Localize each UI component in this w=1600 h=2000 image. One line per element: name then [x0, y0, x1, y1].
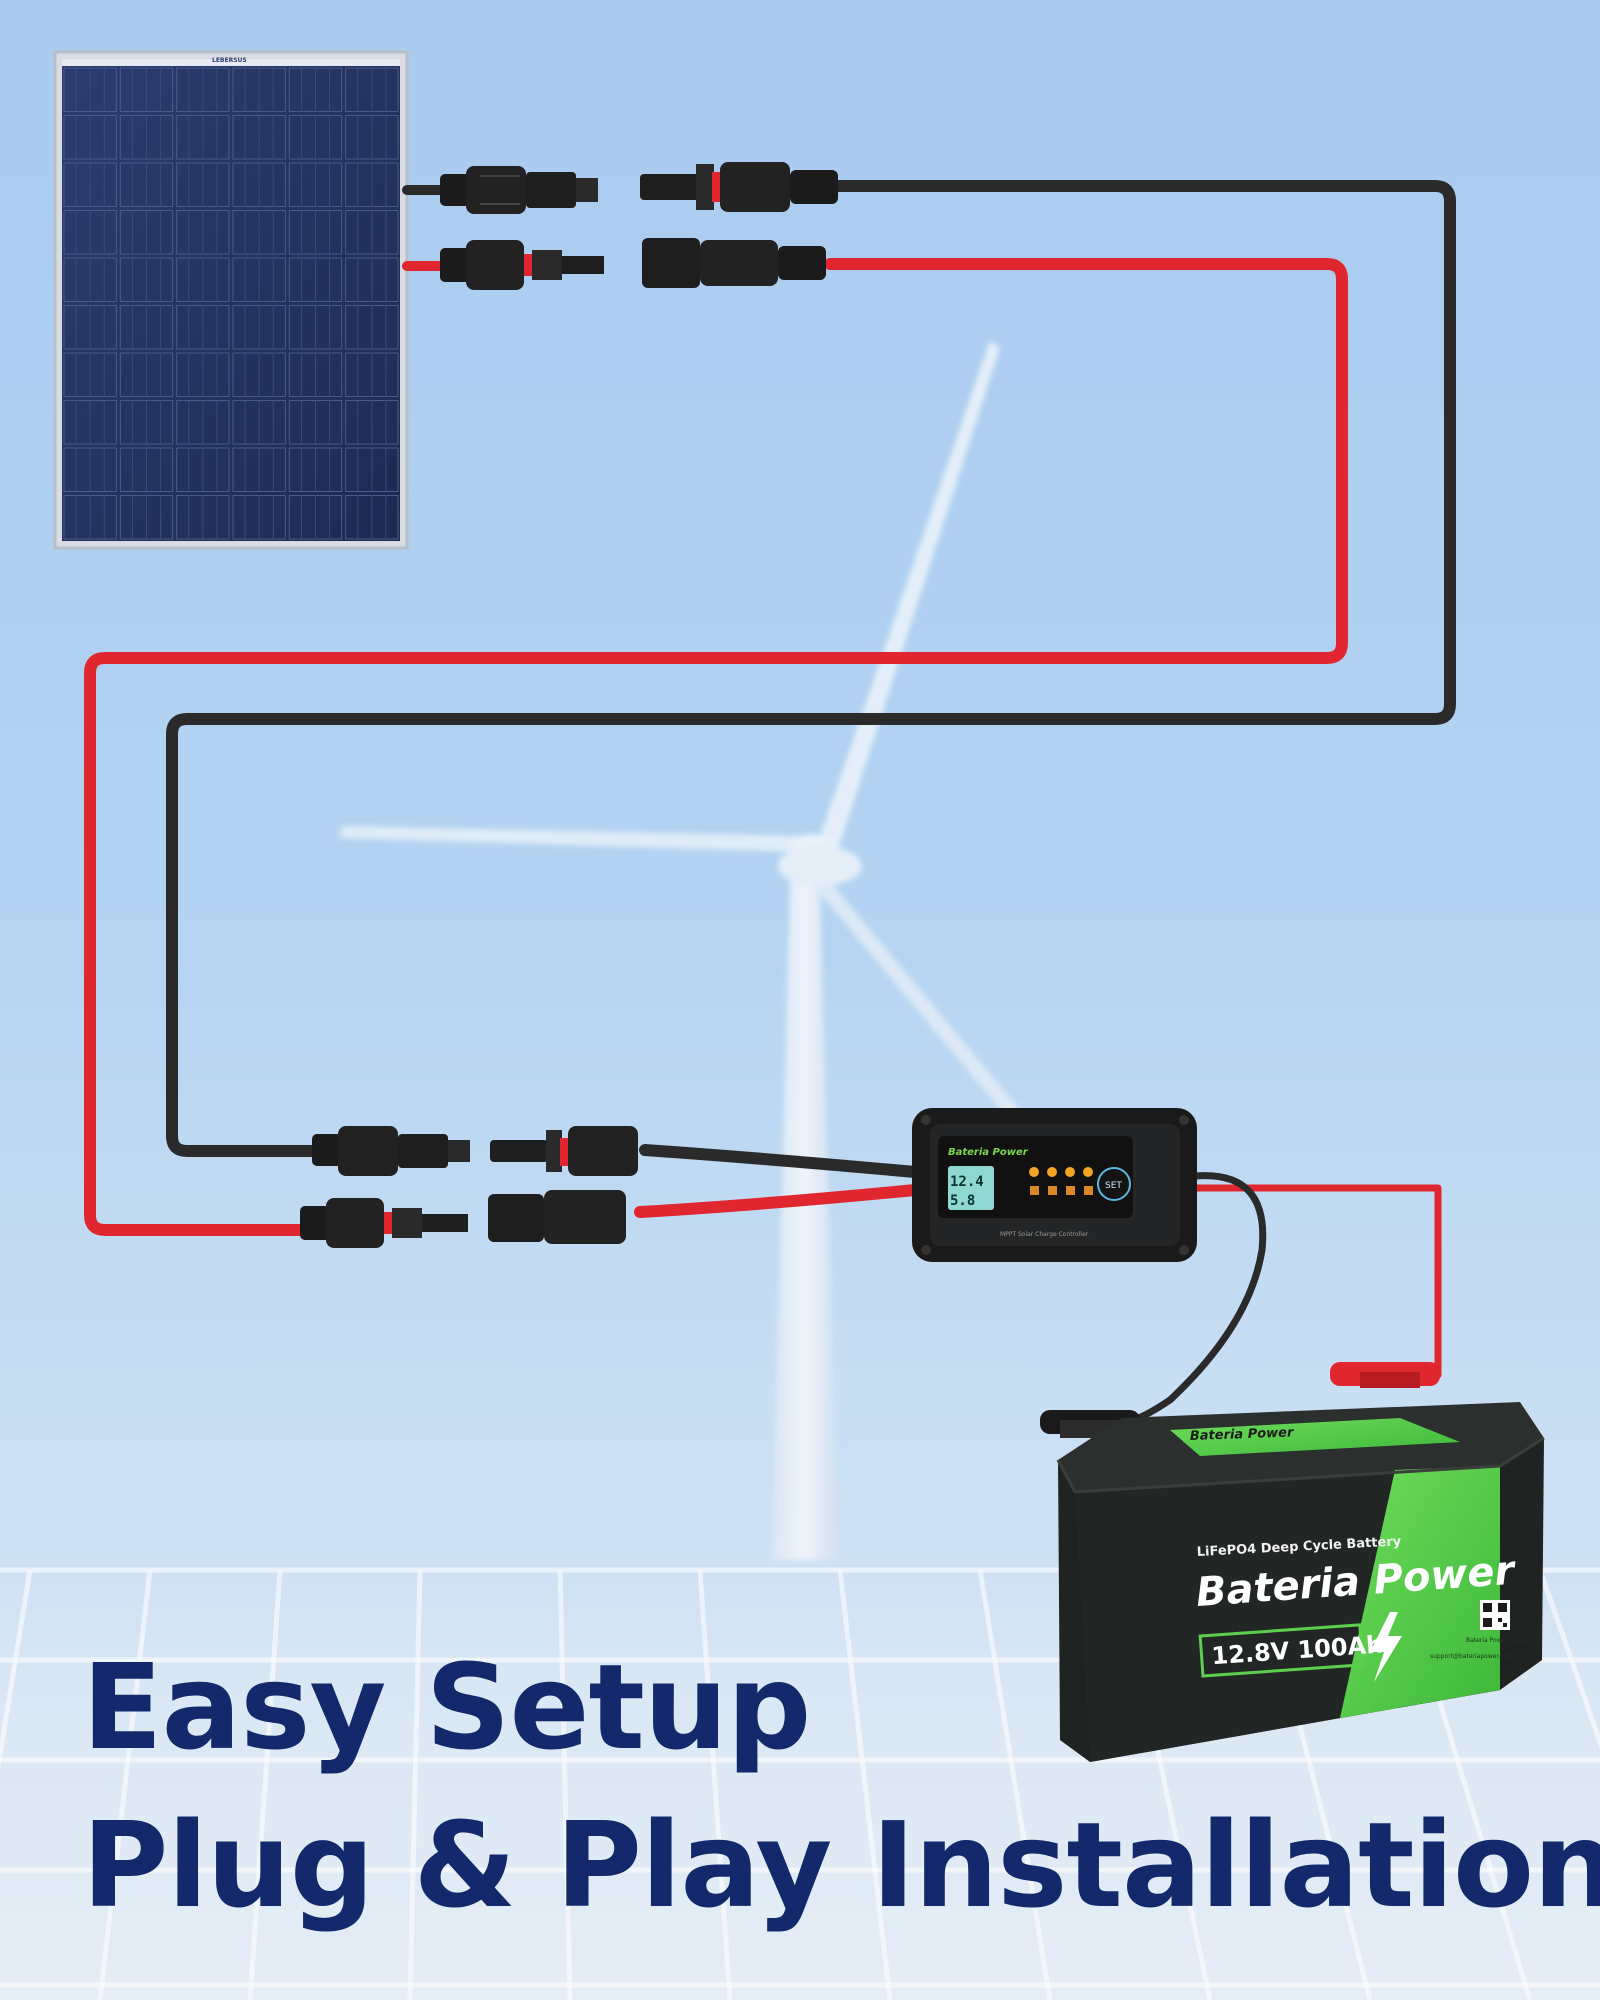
- headline-line-2: Plug & Play Installation: [82, 1796, 1600, 1934]
- controller-positive-input: [634, 1184, 921, 1218]
- mc4-connector-panel-negative: [440, 166, 598, 214]
- positive-clamp: [1330, 1362, 1440, 1388]
- charge-controller: 12.4 5.8 Bateria Power SET MPPT Solar Ch…: [912, 1108, 1197, 1262]
- mode-button[interactable]: SET: [1097, 1167, 1131, 1201]
- mc4-connectors: [300, 162, 838, 1248]
- controller-negative-input: [639, 1144, 921, 1178]
- battery-top-brand: Bateria Power: [1190, 1425, 1296, 1444]
- qr-code-icon: [1480, 1600, 1510, 1630]
- solar-panel-brand: LEBERSUS: [212, 57, 247, 64]
- lcd-voltage: 12.4: [950, 1174, 984, 1190]
- cables: [84, 180, 1456, 1424]
- svg-text:SET: SET: [1105, 1181, 1122, 1191]
- battery-website: support@bateriapower.com: [1430, 1653, 1513, 1660]
- headline-line-1: Easy Setup: [82, 1638, 811, 1776]
- lifepo4-battery: Bateria Power LiFePO4 Deep Cycle Battery…: [1040, 1362, 1545, 1762]
- lcd-current: 5.8: [950, 1193, 975, 1209]
- controller-status-leds: [1029, 1167, 1093, 1195]
- mc4-connector-controller-positive: [488, 1190, 626, 1244]
- battery-negative-cable: [1126, 1172, 1267, 1424]
- mc4-connector-controller-negative: [490, 1126, 638, 1176]
- negative-cable: [166, 180, 1456, 1157]
- controller-brand: Bateria Power: [948, 1147, 1029, 1158]
- lightning-bolt-icon: [1370, 1612, 1402, 1682]
- mc4-connector-loop-negative: [312, 1126, 470, 1176]
- solar-panel: LEBERSUS: [53, 50, 409, 550]
- headline: Easy Setup Plug & Play Installation: [82, 1628, 1600, 1944]
- positive-cable: [84, 258, 1348, 1236]
- battery-company: Bateria Power Co., Ltd: [1466, 1637, 1533, 1644]
- controller-lcd: [948, 1166, 994, 1210]
- mc4-connector-cable-positive: [642, 238, 826, 288]
- controller-model-label: MPPT Solar Charge Controller: [1000, 1231, 1089, 1238]
- wind-turbine-background: [340, 340, 1120, 1560]
- battery-positive-cable: [1191, 1184, 1442, 1379]
- solar-cells: [63, 67, 399, 540]
- mc4-connector-loop-positive: [300, 1198, 468, 1248]
- mc4-connector-cable-negative: [640, 162, 838, 212]
- mc4-connector-panel-positive: [440, 240, 604, 290]
